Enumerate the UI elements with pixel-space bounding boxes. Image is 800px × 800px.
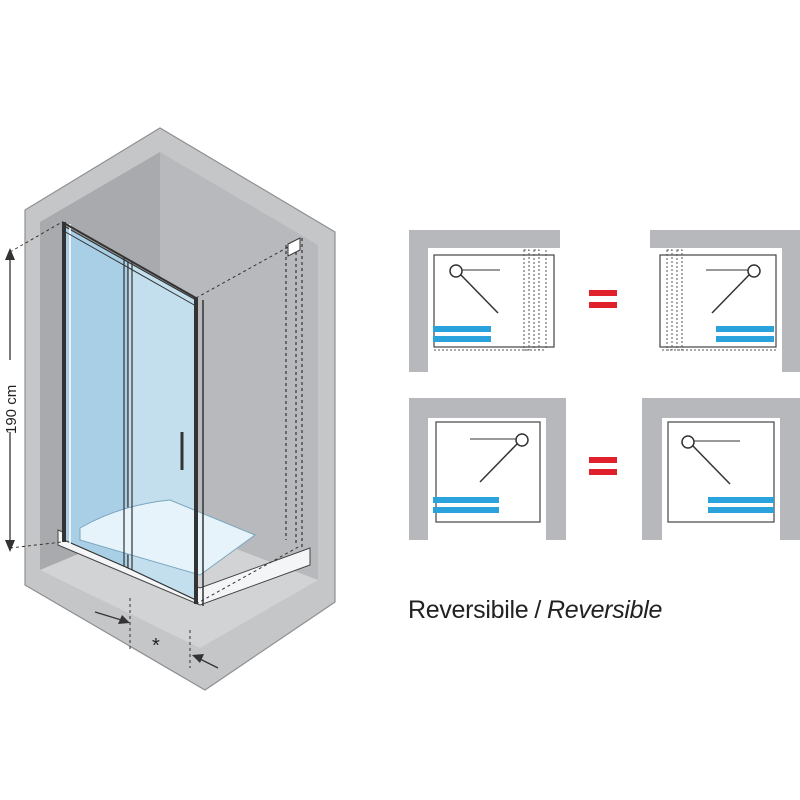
- valve-icon: [681, 435, 695, 449]
- plan-variant-2: [650, 230, 800, 372]
- valve-icon: [747, 264, 761, 278]
- door-marker: [708, 497, 774, 503]
- door-marker: [433, 326, 491, 332]
- plan-variant-1: [409, 230, 560, 372]
- shower-tray: [57, 529, 311, 606]
- asterisk-label: *: [152, 635, 160, 657]
- valve-icon: [449, 264, 463, 278]
- door-marker: [716, 326, 774, 332]
- caption-english: Reversible: [547, 596, 663, 624]
- plan-variant-4: [642, 398, 800, 540]
- caption-separator: /: [534, 596, 542, 624]
- wall-side-inner: [160, 152, 318, 580]
- door-marker: [433, 497, 499, 503]
- reversible-caption: Reversibile/Reversible: [408, 596, 662, 625]
- caption-italian: Reversibile: [408, 596, 529, 624]
- plan-variant-3: [409, 398, 566, 540]
- height-label: 190 cm: [3, 385, 20, 434]
- equals-sign-row-2: [589, 457, 617, 475]
- width-dimension: *: [94, 598, 219, 669]
- equals-sign-row-1: [589, 290, 617, 308]
- height-dimension: 190 cm: [1, 221, 63, 552]
- enclosure-illustration: 190 cm *: [1, 127, 336, 691]
- valve-icon: [515, 433, 529, 447]
